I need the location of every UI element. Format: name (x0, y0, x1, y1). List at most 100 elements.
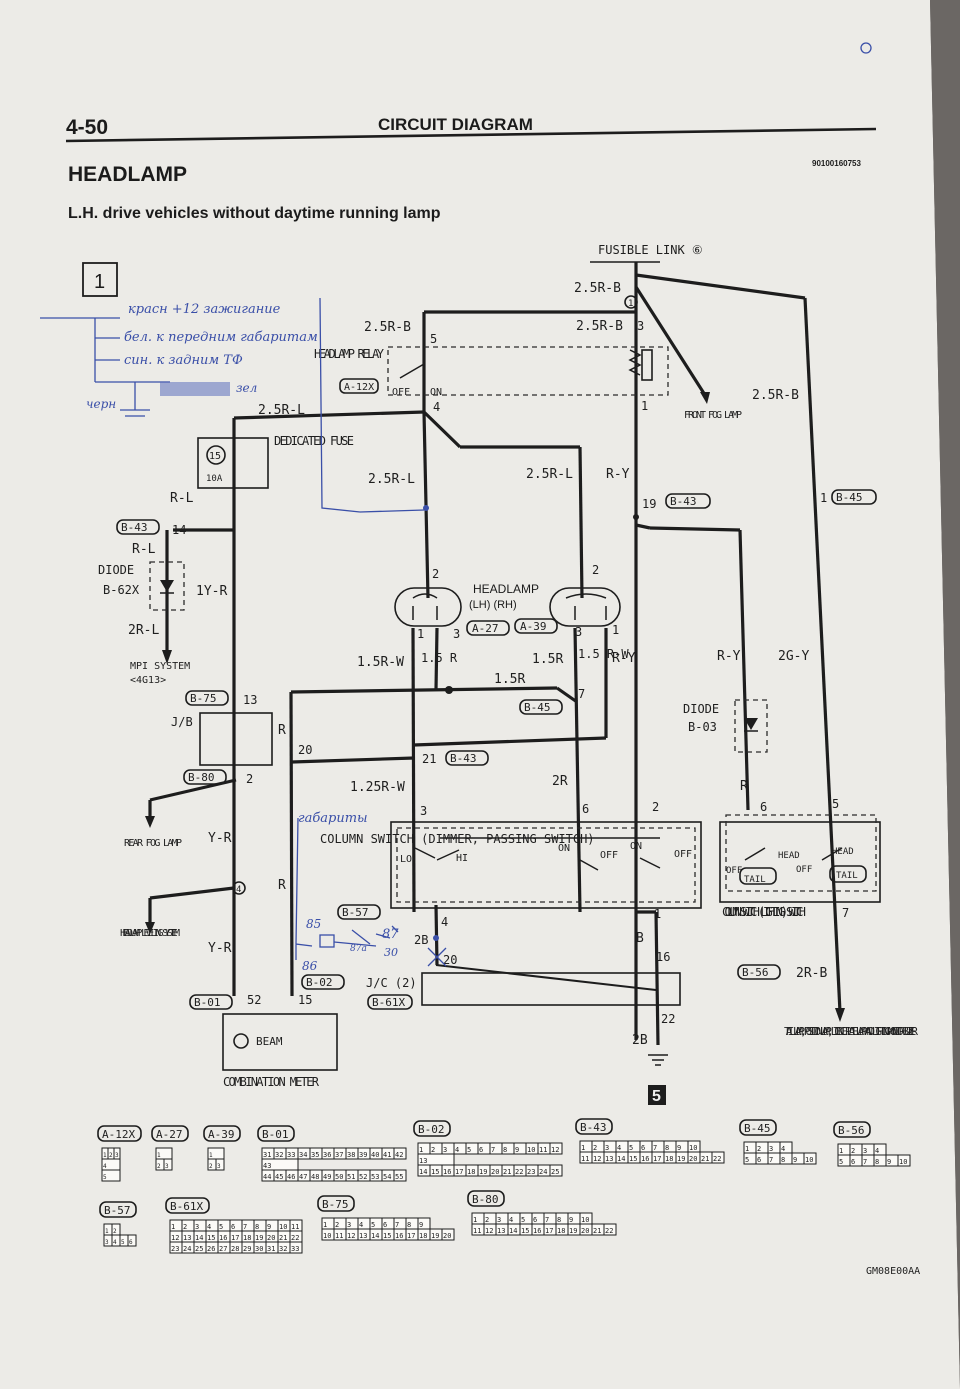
legend-pin: 41 (383, 1151, 391, 1159)
pin-fusible: 1 (628, 299, 633, 309)
handwritten-annotations: красн +12 зажигание бел. к передним габа… (40, 297, 447, 973)
legend-pin: 4 (207, 1223, 211, 1231)
legend-pin: 2 (851, 1147, 855, 1155)
svg-text:DIODE: DIODE (98, 563, 134, 577)
legend-pin: 53 (371, 1173, 379, 1181)
legend-pin: 17 (653, 1155, 661, 1163)
legend-pin: 6 (757, 1156, 761, 1164)
legend-pin: 35 (311, 1151, 319, 1159)
wire-2r-b: 2R-B (796, 966, 827, 981)
tag-a39: A-39 (520, 620, 547, 633)
svg-text:4: 4 (433, 400, 440, 414)
column-switch-lighting: 6 5 OFF TAIL HEAD OFF HEAD TAIL (719, 797, 881, 903)
legend-code: B-57 (104, 1204, 131, 1217)
tag-b75: B-75 (190, 692, 217, 705)
tail-lamp-label: TAIL LAMP, POSITION LAMP, LICENCE PLATE … (784, 1025, 918, 1038)
tag-b43-b: B-43 (121, 521, 148, 534)
legend-pin: 20 (491, 1168, 499, 1176)
tag-b80: B-80 (188, 771, 215, 784)
legend-pin: 18 (665, 1155, 673, 1163)
legend-pin: 5 (103, 1174, 107, 1181)
svg-text:1: 1 (641, 399, 648, 413)
legend-pin: 17 (455, 1168, 463, 1176)
main-wiring (148, 262, 842, 1046)
legend-pin: 8 (503, 1146, 507, 1154)
tag-b57: B-57 (342, 906, 369, 919)
svg-text:черн: черн (86, 397, 116, 411)
legend-pin: 54 (383, 1173, 391, 1181)
wire-y-r-a: Y-R (208, 831, 232, 846)
pin-22: 22 (661, 1012, 675, 1026)
legend-pin: 20 (581, 1227, 589, 1235)
svg-text:габариты: габариты (298, 811, 368, 826)
legend-code: A-27 (156, 1128, 183, 1141)
svg-text:B-03: B-03 (688, 720, 717, 734)
legend-pin: 9 (267, 1223, 271, 1231)
wire-r-y-hl: R-Y (612, 651, 636, 666)
doc-code: 90100160753 (812, 159, 861, 168)
legend-pin: 8 (665, 1144, 669, 1152)
legend-pin: 32 (279, 1245, 287, 1253)
svg-text:HEAD: HEAD (778, 851, 800, 861)
wire-2.5r-l-rh: 2.5R-L (526, 467, 573, 482)
junction-block (199, 712, 273, 766)
legend-pin: 8 (255, 1223, 259, 1231)
jb-label: J/B (171, 715, 193, 729)
legend-pin: 4 (617, 1144, 621, 1152)
wire-1.5r-b: 1.5R (494, 672, 525, 687)
legend-pin: 45 (275, 1173, 283, 1181)
svg-text:OFF: OFF (674, 849, 692, 860)
legend-pin: 8 (781, 1156, 785, 1164)
legend-pin: 6 (231, 1223, 235, 1231)
legend-pin: 33 (291, 1245, 299, 1253)
svg-text:OFF: OFF (392, 387, 410, 398)
wire-1.5-r-w: 1.5 R-W (578, 647, 629, 661)
legend-pin: 13 (183, 1234, 191, 1242)
legend-pin: 4 (509, 1216, 513, 1224)
svg-text:зел: зел (236, 381, 257, 395)
legend-pin: 1 (323, 1221, 327, 1229)
dedicated-fuse: 15 10A DEDICATED FUSE (197, 434, 354, 489)
svg-text:30: 30 (384, 946, 398, 959)
legend-pin: 38 (347, 1151, 355, 1159)
legend-pin: 10 (581, 1216, 589, 1224)
svg-text:DEDICATED FUSE: DEDICATED FUSE (274, 434, 354, 448)
sheet-number: 1 (94, 271, 105, 293)
diode-b62x: DIODE B-62X (98, 561, 185, 611)
page-subtitle: L.H. drive vehicles without daytime runn… (68, 205, 441, 222)
legend-pin: 2 (183, 1223, 187, 1231)
legend-pin: 4 (455, 1146, 459, 1154)
legend-pin: 3 (863, 1147, 867, 1155)
legend-pin: 3 (165, 1163, 169, 1170)
legend-pin: 10 (279, 1223, 287, 1231)
legend-pin: 9 (515, 1146, 519, 1154)
wire-r-l: R-L (170, 491, 194, 506)
wire-2.5r-l-lh: 2.5R-L (368, 472, 415, 487)
pin-4-circle: 4 (236, 885, 241, 895)
wire-r-jb: R (278, 723, 286, 738)
legend-pin: 24 (539, 1168, 547, 1176)
legend-pin: 19 (431, 1232, 439, 1240)
legend-pin: 5 (629, 1144, 633, 1152)
legend-pin: 25 (551, 1168, 559, 1176)
svg-text:87a: 87a (350, 944, 367, 954)
legend-pin: 1 (839, 1147, 843, 1155)
legend-pin: 9 (677, 1144, 681, 1152)
pin-16: 16 (656, 950, 670, 964)
legend-pin: 51 (347, 1173, 355, 1181)
svg-text:ON: ON (558, 843, 570, 854)
legend-pin: 7 (545, 1216, 549, 1224)
legend-code: A-39 (208, 1128, 235, 1141)
wire-2g-y: 2G-Y (778, 649, 809, 664)
junction-dots (445, 514, 639, 694)
svg-text:ON: ON (430, 387, 442, 398)
legend-pin: 16 (219, 1234, 227, 1242)
legend-pin: 3 (105, 1239, 109, 1246)
wire-1y-r: 1Y-R (196, 584, 227, 599)
svg-text:87: 87 (382, 927, 399, 942)
header-rule (65, 127, 877, 143)
wire-2b-jc: 2B (414, 933, 428, 947)
legend-pin: 2 (209, 1163, 213, 1170)
